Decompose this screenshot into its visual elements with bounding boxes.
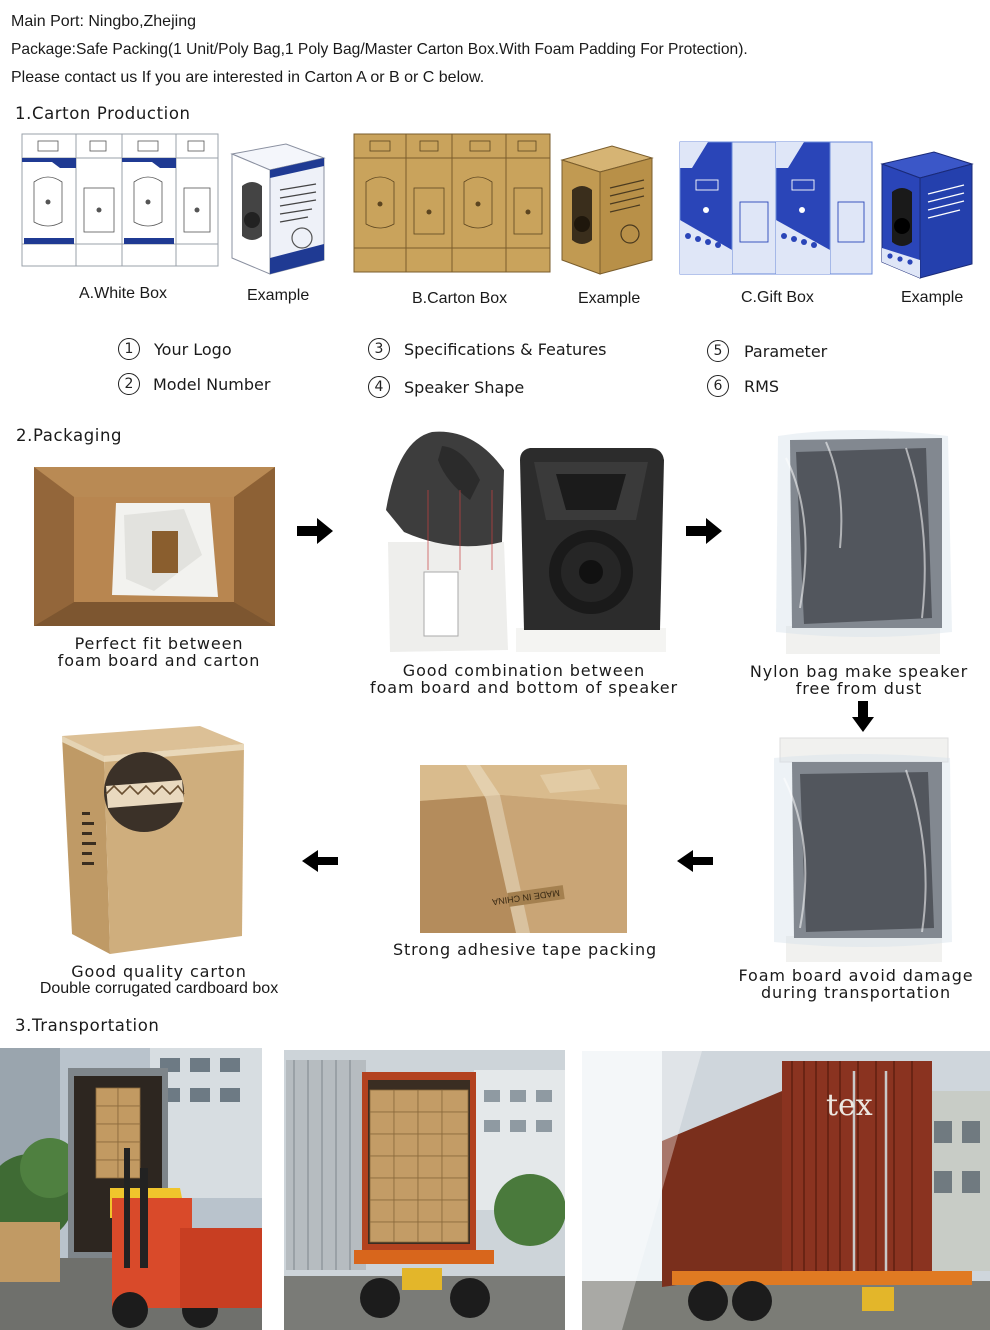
step-1-caption: Perfect fit between foam board and carto… [57,634,261,670]
white-box-dieline-image [21,133,219,267]
legend-text-specifications: Specifications & Features [404,340,607,359]
arrow-left-icon [677,850,713,872]
legend-text-rms: RMS [744,377,780,396]
section-title-packaging: 2.Packaging [16,426,123,445]
arrow-right-icon [297,518,333,544]
step-3-caption: Nylon bag make speaker free from dust [749,662,969,698]
speaker-in-nylon-bag-photo [756,428,952,656]
carton-box-label: B.Carton Box [412,290,508,307]
gift-box-label: C.Gift Box [741,289,814,306]
speaker-with-foam-board-photo [756,732,952,964]
package-text: Package:Safe Packing(1 Unit/Poly Bag,1 P… [11,41,748,58]
legend-text-parameter: Parameter [744,342,828,361]
carton-box-example-image [560,145,654,275]
legend-number-1: 1 [118,338,140,360]
legend-text-model-number: Model Number [153,375,271,394]
arrow-down-icon [852,701,874,732]
sealed-container-photo: tex [582,1051,990,1330]
section-title-transportation: 3.Transportation [15,1016,160,1035]
corrugated-carton-photo [60,722,248,958]
white-box-example-image [230,143,326,275]
carton-box-example-label: Example [578,290,641,307]
main-port-text: Main Port: Ningbo,Zhejing [11,13,196,30]
legend-text-your-logo: Your Logo [154,340,232,359]
gift-box-example-label: Example [901,289,964,306]
step-6-caption: Good quality carton Double corrugated ca… [39,962,279,997]
speaker-on-foam-photo [384,430,666,656]
step-2-caption: Good combination between foam board and … [370,661,678,697]
step-4-caption: Foam board avoid damage during transport… [738,966,974,1002]
forklift-loading-photo [0,1048,262,1330]
legend-number-4: 4 [368,376,390,398]
carton-box-dieline-image [353,133,551,273]
taped-carton-photo: MADE IN CHINA [420,765,627,933]
container-brand-text: tex [826,1088,873,1123]
legend-number-5: 5 [707,340,729,362]
arrow-left-icon [302,850,338,872]
foam-in-carton-photo [34,467,275,626]
contact-text: Please contact us If you are interested … [11,69,485,86]
legend-number-2: 2 [118,373,140,395]
loaded-container-photo [284,1050,565,1330]
gift-box-example-image [880,151,974,279]
section-title-carton-production: 1.Carton Production [15,104,191,123]
white-box-label: A.White Box [79,285,168,302]
step-5-caption: Strong adhesive tape packing [392,940,658,959]
legend-number-6: 6 [707,375,729,397]
legend-text-speaker-shape: Speaker Shape [404,378,525,397]
legend-number-3: 3 [368,338,390,360]
arrow-right-icon [686,518,722,544]
gift-box-dieline-image [679,141,873,275]
white-box-example-label: Example [247,287,310,304]
